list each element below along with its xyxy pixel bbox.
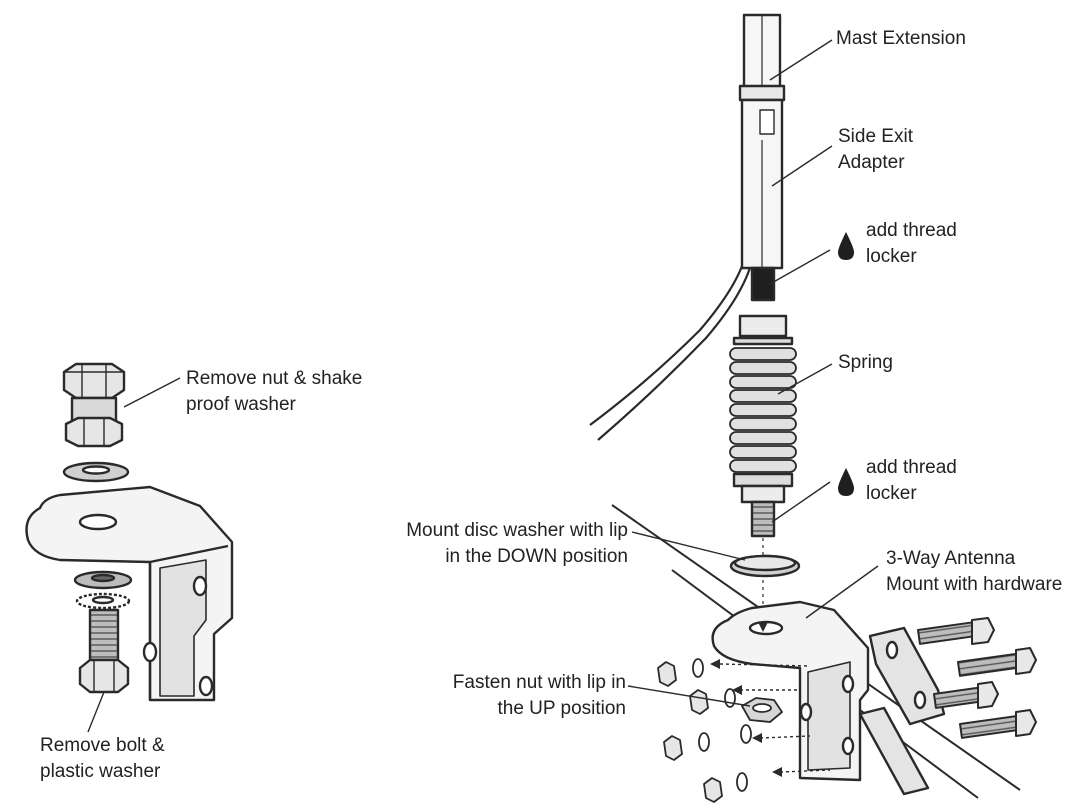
leader-line-fasten-nut [627, 685, 751, 707]
leader-line-side-exit-adapter [771, 145, 833, 187]
washer-icon [692, 658, 704, 678]
spring-icon [729, 314, 797, 538]
label-remove-nut: Remove nut & shake proof washer [186, 368, 363, 415]
mounting-bolts [917, 617, 1037, 739]
label-side-exit-adapter: Side Exit Adapter [838, 126, 913, 173]
label-disc-washer: Mount disc washer with lip in the DOWN p… [406, 520, 628, 567]
mast-extension-icon [738, 13, 786, 102]
label-thread-locker-1: add thread locker [866, 220, 957, 267]
leader-line-remove-bolt [87, 691, 105, 733]
drop-icon [838, 232, 854, 260]
arrow-heads [710, 622, 782, 777]
assembly-arrows [719, 663, 831, 773]
label-antenna-mount: 3-Way Antenna Mount with hardware [886, 548, 1063, 595]
three-way-mount-icon [711, 600, 946, 796]
drop-icon [838, 468, 854, 496]
leader-line-mast-extension [769, 39, 833, 81]
flat-washer-icon [62, 461, 130, 483]
leader-line-antenna-mount [805, 565, 879, 619]
label-remove-bolt: Remove bolt & plastic washer [40, 735, 165, 782]
leader-line-thread-locker-2 [771, 481, 831, 523]
antenna-assembly [589, 13, 1037, 803]
washer-icon [740, 724, 752, 744]
small-hardware [657, 658, 783, 803]
leader-line-remove-nut [123, 377, 181, 408]
label-mast-extension: Mast Extension [836, 28, 966, 49]
hex-nut-icon [663, 735, 683, 761]
label-spring: Spring [838, 352, 893, 373]
bolt-icon [933, 681, 999, 709]
washer-icon [736, 772, 748, 792]
bolt-icon [78, 608, 130, 694]
side-exit-adapter-icon [740, 98, 784, 302]
coax-cable [589, 171, 752, 426]
label-thread-locker-2: add thread locker [866, 457, 957, 504]
bolt-icon [959, 709, 1037, 739]
bolt-icon [917, 617, 995, 645]
hex-nut-icon [657, 661, 677, 687]
leader-line-spring [777, 363, 833, 395]
label-fasten-nut: Fasten nut with lip in the UP position [452, 672, 626, 719]
hex-nut-icon [703, 777, 723, 803]
hex-nut-icon [689, 689, 709, 715]
washer-icon [724, 688, 736, 708]
leader-line-disc-washer [631, 531, 746, 561]
left-mount-assembly [25, 362, 234, 702]
lock-washer-icon [73, 570, 133, 610]
l-bracket-icon [25, 485, 234, 702]
washer-icon [698, 732, 710, 752]
hex-nut-icon [62, 362, 126, 448]
leader-line-thread-locker-1 [769, 249, 831, 285]
bolt-icon [957, 647, 1037, 677]
disc-washer-icon [729, 554, 801, 578]
